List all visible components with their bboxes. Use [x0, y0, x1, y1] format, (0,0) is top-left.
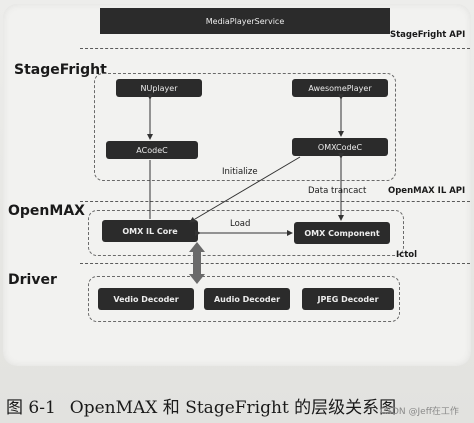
layer-label-driver: Driver: [8, 272, 57, 288]
load-label: Load: [230, 219, 251, 229]
stagefright-region: [94, 73, 396, 181]
stagefright-api-label: StageFright API: [390, 30, 466, 40]
initialize-arrow: [189, 156, 301, 223]
openmax-driver-thick-arrow: [189, 242, 205, 284]
omxcodec-box: OMXCodeC: [292, 138, 388, 156]
audio-decoder-box: Audio Decoder: [204, 288, 290, 310]
figure-caption: 图 6-1 OpenMAX 和 StageFright 的层级关系图: [6, 393, 410, 418]
jpeg-decoder-box: JPEG Decoder: [302, 288, 394, 310]
separator-openmax-il-api: [80, 201, 470, 202]
nuplayer-box: NUplayer: [116, 79, 202, 97]
openmax-il-api-label: OpenMAX IL API: [388, 186, 466, 196]
acodec-box: ACodeC: [106, 141, 198, 159]
layer-label-openmax: OpenMAX: [8, 203, 85, 219]
layer-label-stagefright: StageFright: [14, 62, 107, 78]
omx-il-core-box: OMX IL Core: [102, 220, 198, 242]
initialize-label: Initialize: [222, 167, 258, 177]
separator-stagefright-api: [80, 48, 470, 49]
figure-number: 图 6-1: [6, 398, 56, 418]
data-transact-label: Data trancact: [308, 186, 367, 196]
separator-driver: [80, 263, 470, 264]
video-decoder-box: Vedio Decoder: [98, 288, 194, 310]
omx-component-box: OMX Component: [294, 222, 390, 244]
ioctl-label: Ictol: [396, 250, 418, 260]
figure-title: OpenMAX 和 StageFright 的层级关系图: [69, 398, 397, 418]
awesomeplayer-box: AwesomePlayer: [292, 79, 388, 97]
openmax-region: [88, 210, 404, 256]
mediaplayerservice-box: MediaPlayerService: [100, 8, 390, 34]
driver-region: [88, 276, 400, 322]
watermark: CSDN @Jeff在工作: [380, 407, 459, 417]
